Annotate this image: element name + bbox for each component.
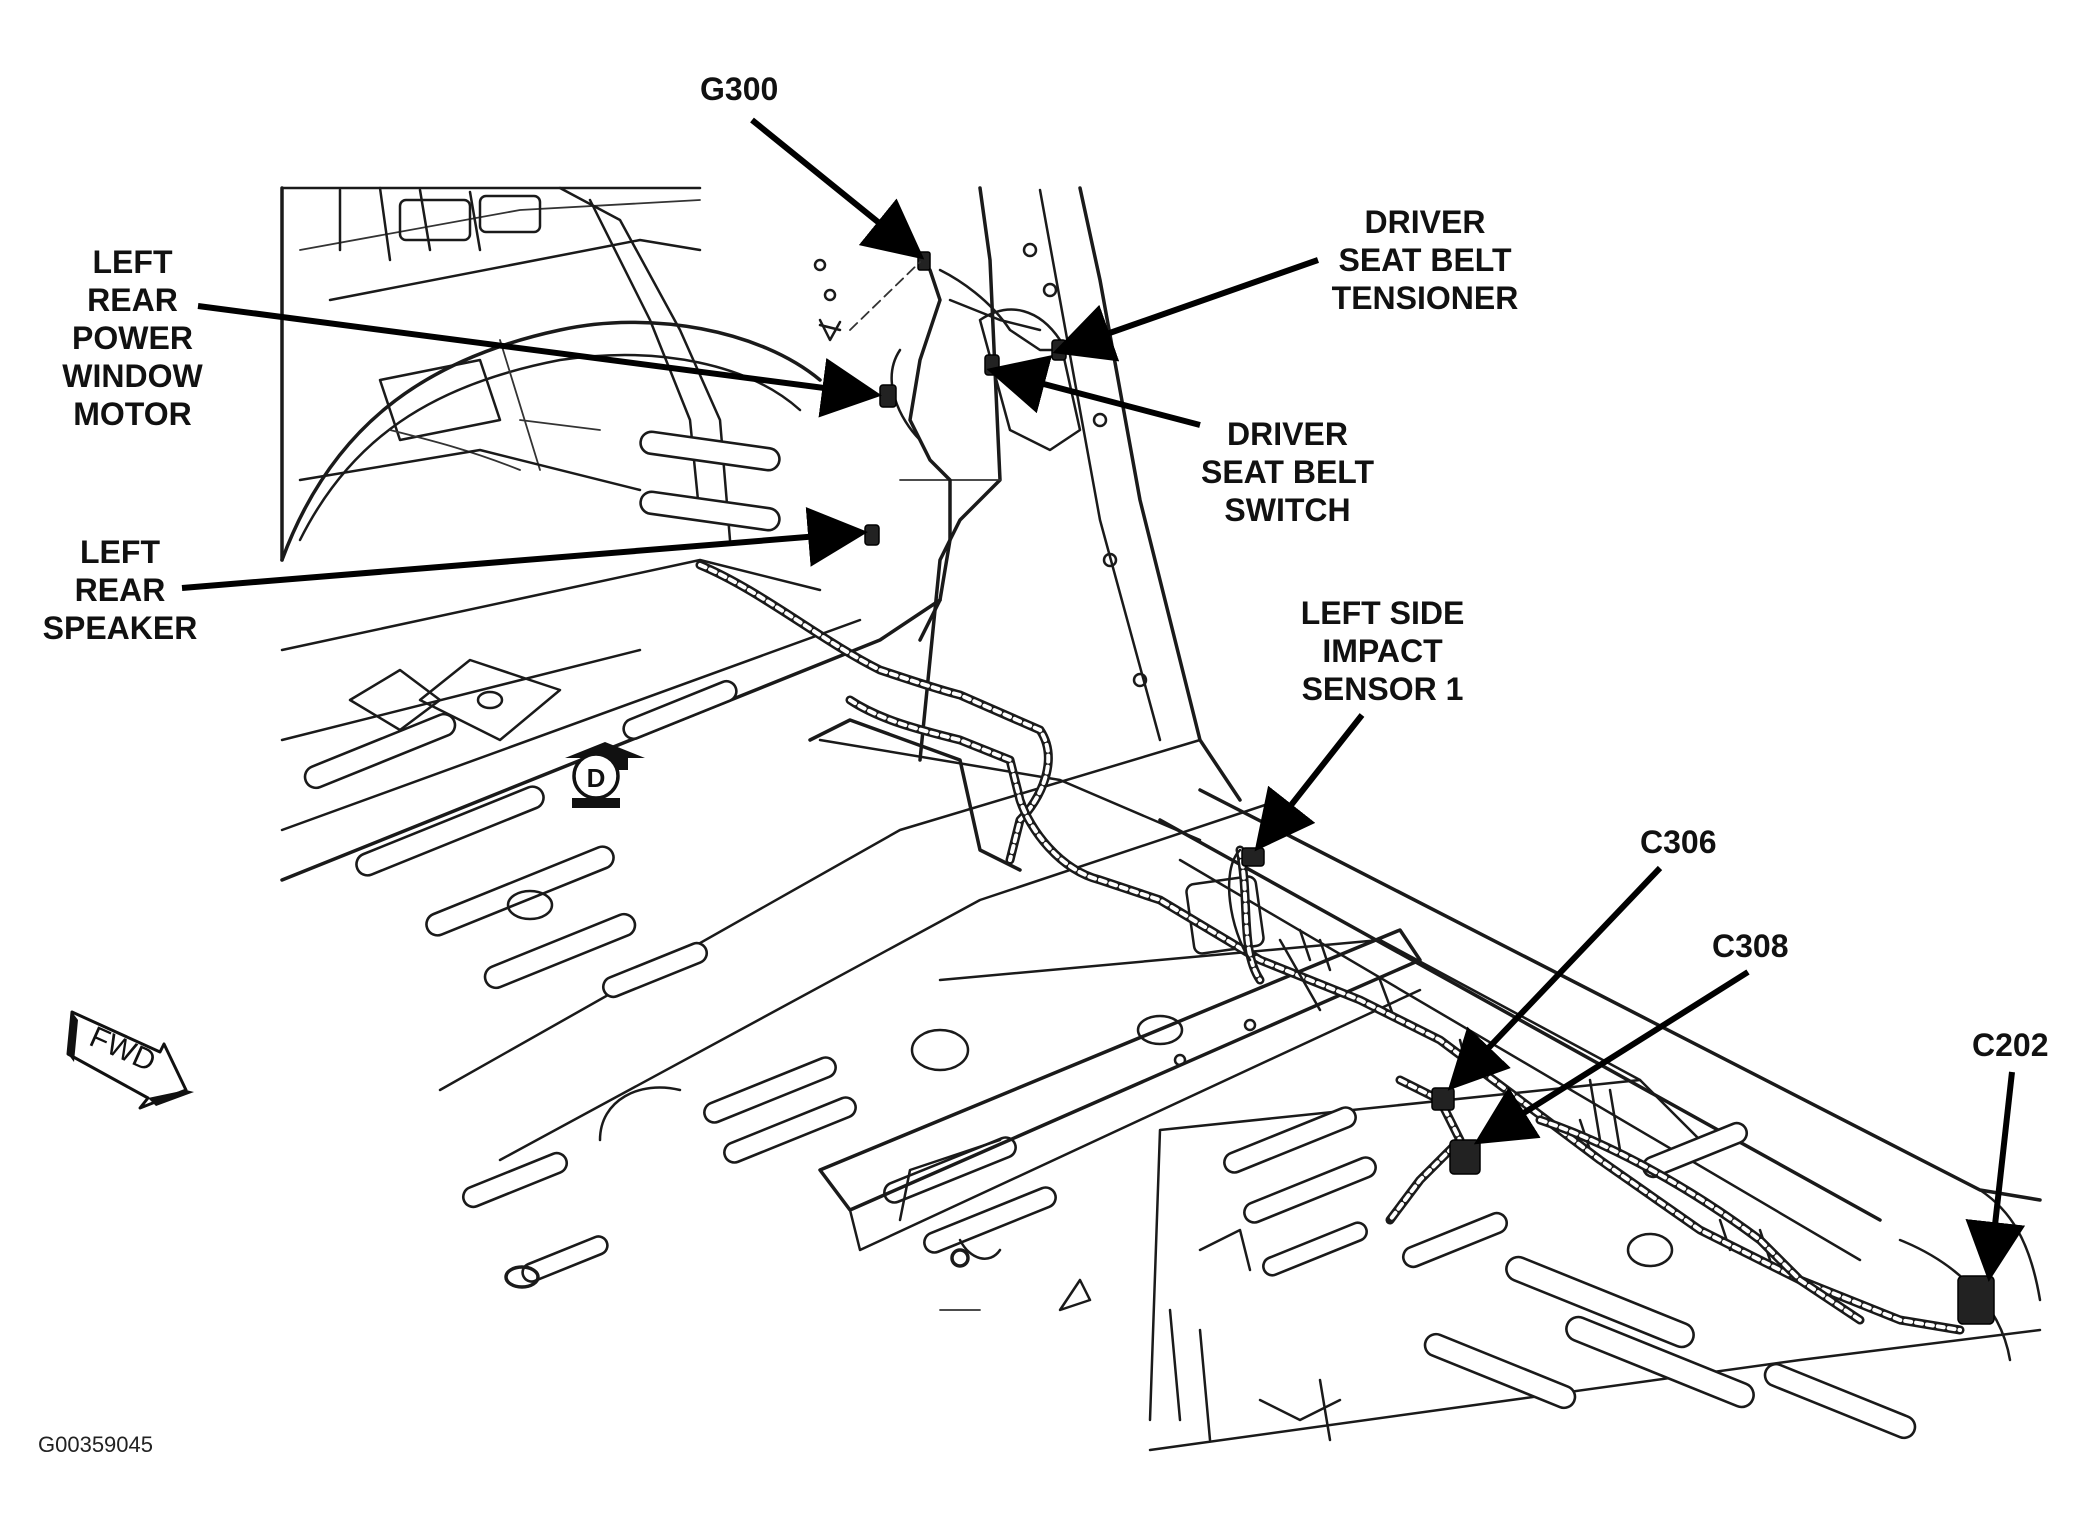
c202-connector: [1957, 1275, 1995, 1325]
leader-g300: [750, 117, 925, 260]
rear-wheelhouse-structure: [280, 186, 822, 562]
leader-driver-seat-belt-switch: [986, 355, 1201, 428]
leader-lines: [181, 117, 2026, 1282]
fwd-arrow-icon: FWD: [66, 1010, 194, 1110]
leader-c202: [1965, 1071, 2026, 1282]
c306-connector: [1431, 1087, 1455, 1111]
leader-c306: [1447, 865, 1663, 1091]
impact-sensor-connector: [1241, 847, 1265, 867]
label-c308: C308: [1712, 928, 1789, 964]
view-d-marker-icon: D: [565, 742, 645, 808]
label-c306: C306: [1640, 824, 1717, 860]
wiring-harness: [695, 268, 1965, 1335]
leader-left-side-impact-sensor-1: [1254, 713, 1365, 852]
switch-connector: [984, 354, 1000, 376]
window-motor-connector: [879, 384, 897, 408]
label-c202: C202: [1972, 1027, 2049, 1063]
leader-c308: [1473, 969, 1750, 1145]
label-driver-seat-belt-tensioner: DRIVER SEAT BELT TENSIONER: [1331, 204, 1519, 316]
leader-driver-seat-belt-tensioner: [1052, 257, 1319, 362]
label-g300: G300: [700, 71, 779, 107]
label-left-side-impact-sensor-1: LEFT SIDE IMPACT SENSOR 1: [1300, 595, 1465, 707]
leader-left-rear-speaker: [181, 507, 868, 591]
label-left-rear-power-window-motor: LEFT REAR POWER WINDOW MOTOR: [62, 244, 203, 432]
ground-bolt: [818, 323, 842, 332]
speaker-connector: [864, 524, 880, 546]
view-marker-text: D: [587, 763, 606, 793]
label-left-rear-speaker: LEFT REAR SPEAKER: [42, 534, 198, 646]
c308-connector: [1449, 1139, 1481, 1175]
g300-ground-point: [917, 251, 931, 271]
figure-id: G00359045: [38, 1432, 153, 1457]
label-driver-seat-belt-switch: DRIVER SEAT BELT SWITCH: [1200, 416, 1375, 528]
tensioner-connector: [1051, 339, 1067, 361]
floor-pan-structure: [280, 558, 2042, 1452]
leader-left-rear-power-window-motor: [197, 303, 882, 418]
